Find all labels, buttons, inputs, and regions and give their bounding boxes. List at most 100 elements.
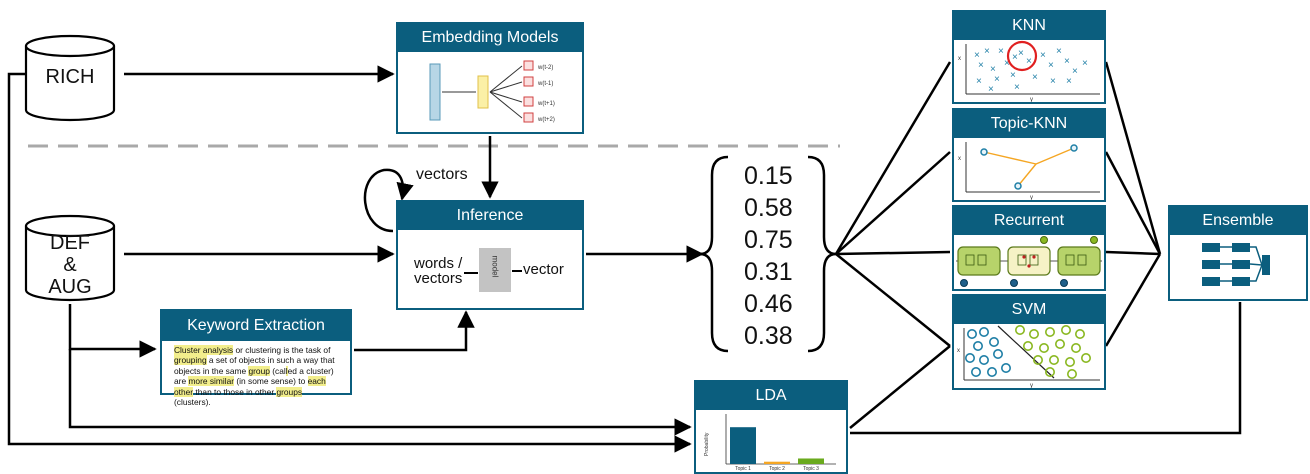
knn-point: × <box>1026 56 1032 67</box>
svm-x-axis-label: x <box>957 348 960 354</box>
keyword-text-segment: group <box>248 365 270 376</box>
knn-point: × <box>994 74 1000 85</box>
svm-point-class-b <box>1029 329 1040 339</box>
svm-point-class-b <box>1071 342 1082 353</box>
keyword-text-segment: a set of objects in such a way that obje… <box>174 355 335 376</box>
knn-point: × <box>1018 48 1024 59</box>
def-to-keyword-arrow <box>68 304 157 358</box>
def-to-lda-arrow <box>68 349 692 436</box>
vector-to-classifiers-lines <box>834 61 952 429</box>
model-block: model <box>479 248 511 292</box>
keyword-sample-text: Cluster analysis or clustering is the ta… <box>174 345 340 407</box>
right-brace <box>807 155 837 353</box>
svm-point-class-b <box>1045 327 1056 337</box>
svm-title: SVM <box>954 296 1104 324</box>
output-word-4: w(t+2) <box>537 117 555 123</box>
svm-point-class-b <box>1023 340 1034 351</box>
knn-point: × <box>1004 58 1010 69</box>
inference-box[interactable]: Inference words / vectors model vector <box>396 200 584 310</box>
keyword-text-segment: than to those in other <box>193 386 277 397</box>
knn-point: × <box>1056 46 1062 57</box>
svm-point-class-b <box>1014 325 1025 335</box>
ensemble-title: Ensemble <box>1170 207 1306 235</box>
knn-x-axis-label: x <box>958 56 961 62</box>
skipgram-illustration: w(t-2) w(t-1) w(t+1) w(t+2) <box>429 60 555 123</box>
svm-point-class-b <box>1081 352 1092 363</box>
knn-point: × <box>1072 66 1078 77</box>
svm-hyperplane <box>997 325 1055 379</box>
knn-point: × <box>1066 76 1072 87</box>
lda-tick-label: Topic 1 <box>735 466 751 472</box>
svm-point-class-a <box>972 340 983 351</box>
ensemble-box[interactable]: Ensemble <box>1168 205 1308 301</box>
svm-point-class-b <box>1061 325 1072 335</box>
keyword-to-inference-arrow <box>354 310 475 352</box>
embedding-models-box[interactable]: Embedding Models w(t-2) w(t-1) w(t+1) w(… <box>396 22 584 134</box>
keyword-text-segment: (clusters). <box>174 397 211 408</box>
knn-points: ××××××××××××××××××××××× <box>974 46 1088 95</box>
knn-point: × <box>1012 52 1018 63</box>
lda-tick-label: Topic 3 <box>803 466 819 472</box>
svm-point-class-a <box>970 366 981 377</box>
svm-point-class-a <box>967 329 977 339</box>
classifiers-to-ensemble-lines <box>1104 61 1162 347</box>
keyword-extraction-title: Keyword Extraction <box>162 311 350 341</box>
rich-to-lda-arrow <box>7 72 692 453</box>
keyword-extraction-box[interactable]: Keyword Extraction Cluster analysis or c… <box>160 309 352 407</box>
knn-neighborhood-circle <box>1006 40 1038 72</box>
knn-point: × <box>1032 72 1038 83</box>
input-line1: words / <box>414 255 463 272</box>
keyword-text-segment: grouping <box>174 355 207 366</box>
inference-input-label: words / vectors <box>414 256 462 286</box>
input-connector <box>464 272 478 274</box>
rich-label: RICH <box>45 66 95 88</box>
keyword-text-segment: or clustering is the task of <box>233 345 331 355</box>
keyword-text-segment: ed a cluster) are <box>174 365 334 387</box>
amp-line: & <box>63 254 77 276</box>
knn-box[interactable]: KNN x y ××××××××××××××××××××××× <box>952 10 1106 104</box>
lda-ylabel: Probability <box>704 432 710 456</box>
keyword-text-segment: more similar <box>188 376 235 387</box>
svm-point-class-a <box>988 337 999 347</box>
knn-point: × <box>1048 60 1054 71</box>
knn-point: × <box>998 46 1004 57</box>
knn-title: KNN <box>954 12 1104 40</box>
svm-point-class-b <box>1039 342 1050 353</box>
svm-point-class-b <box>1049 354 1060 365</box>
svm-point-class-a <box>978 327 989 337</box>
def-line: DEF <box>50 232 90 254</box>
knn-scatter-plot: x y ××××××××××××××××××××××× <box>958 40 1100 102</box>
svm-point-class-a <box>992 348 1003 359</box>
vector-value-3: 0.75 <box>744 226 793 254</box>
def-aug-label: DEF & AUG <box>26 232 114 298</box>
knn-point: × <box>976 76 982 87</box>
vector-value-2: 0.58 <box>744 194 793 222</box>
knn-point: × <box>1064 56 1070 67</box>
knn-point: × <box>978 60 984 71</box>
svm-point-class-b <box>1065 356 1076 367</box>
output-word-2: w(t-1) <box>537 81 553 87</box>
embedding-models-title: Embedding Models <box>398 24 582 52</box>
topic-knn-plot: x y <box>958 142 1100 200</box>
svm-point-class-a <box>986 366 997 377</box>
model-label: model <box>490 255 500 278</box>
recurrent-title: Recurrent <box>954 207 1104 235</box>
left-brace <box>699 155 729 353</box>
output-word-1: w(t-2) <box>537 65 553 71</box>
aug-line: AUG <box>48 276 92 298</box>
inference-output-label: vector <box>523 261 564 278</box>
recurrent-box[interactable]: Recurrent <box>952 205 1106 291</box>
svm-plot: x y <box>957 325 1100 388</box>
recurrent-cells-illustration <box>956 236 1102 287</box>
keyword-text-segment: (in some sense) to <box>234 376 308 387</box>
ensemble-illustration <box>1202 243 1270 286</box>
topic-knn-x-axis-label: x <box>958 156 961 162</box>
lda-bar <box>764 461 790 464</box>
vectors-loop-arrow <box>363 168 414 233</box>
topic-knn-box[interactable]: Topic-KNN x y <box>952 108 1106 202</box>
svm-box[interactable]: SVM x y <box>952 294 1106 390</box>
keyword-text-segment: Cluster analysis <box>174 345 234 355</box>
knn-point: × <box>1010 70 1016 81</box>
